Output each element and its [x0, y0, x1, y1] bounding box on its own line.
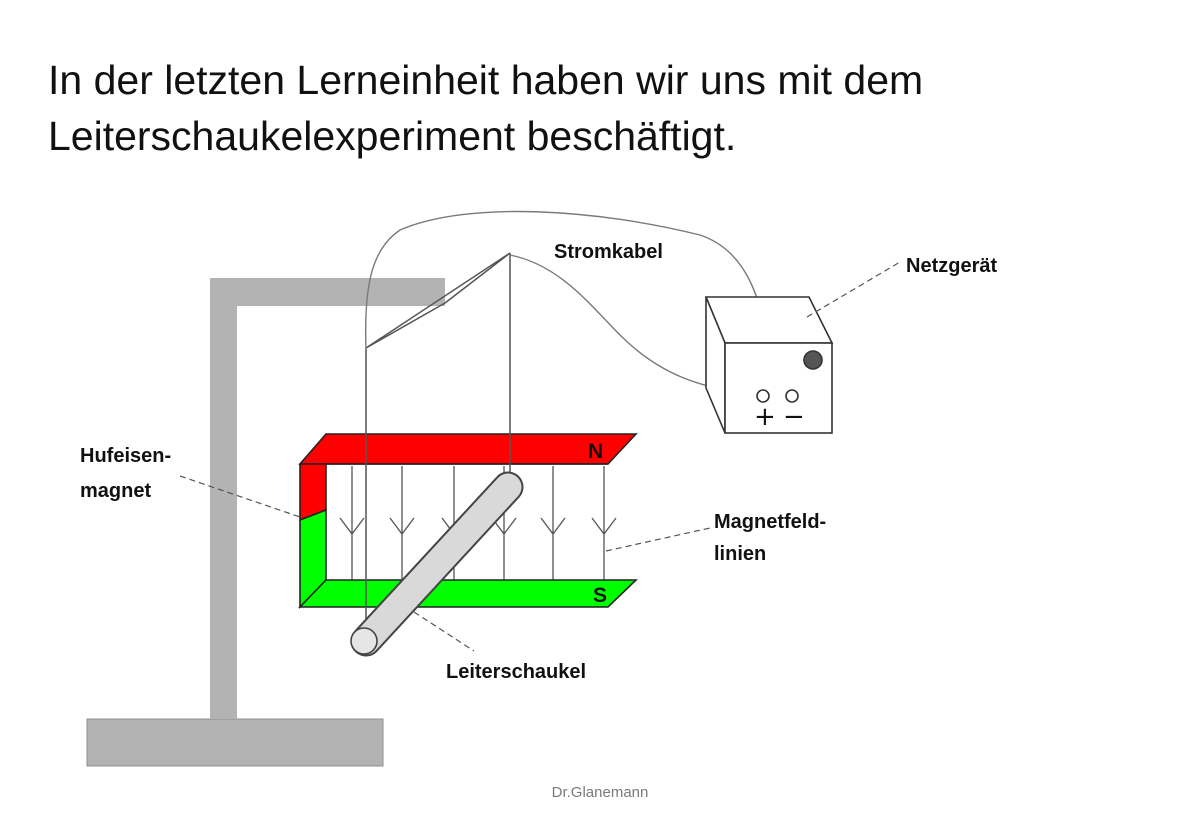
- stand-arm: [210, 278, 445, 306]
- south-pole-label: S: [593, 584, 607, 607]
- psu-terminal-minus: [785, 389, 799, 403]
- field-line: [339, 466, 365, 582]
- leiterschaukel: [350, 471, 524, 657]
- psu-knob: [803, 350, 823, 370]
- slide-title-line-2: Leiterschaukelexperiment beschäftigt.: [48, 113, 737, 159]
- field-line: [540, 466, 566, 582]
- north-pole-label: N: [588, 440, 603, 463]
- rod-end: [350, 627, 378, 655]
- psu-terminal-plus: [756, 389, 770, 403]
- field-line: [389, 466, 415, 582]
- slide-title: In der letzten Lerneinheit haben wir uns…: [48, 52, 1168, 164]
- stand: [86, 278, 445, 767]
- rod-fill: [352, 473, 522, 655]
- magnet-south-bottom: [298, 579, 638, 608]
- magnet-north-top: [298, 433, 638, 465]
- leader-lines: [179, 261, 901, 652]
- stand-pole: [210, 278, 237, 719]
- psu-top: [704, 296, 834, 344]
- plus-symbol: +: [754, 402, 776, 432]
- label-hufeisenmagnet-1: Hufeisen-: [80, 445, 171, 467]
- footer-author: Dr.Glanemann: [551, 784, 649, 801]
- magnetfeld-linien: [339, 466, 617, 582]
- field-line: [591, 466, 617, 582]
- leader-magnetfeldlinien: [605, 527, 711, 552]
- aufhaengung: [365, 252, 511, 640]
- label-netzgeraet: Netzgerät: [906, 255, 997, 277]
- label-stromkabel: Stromkabel: [554, 241, 663, 263]
- slide-title-line-1: In der letzten Lerneinheit haben wir uns…: [48, 57, 924, 103]
- label-magnetfeldlinien-1: Magnetfeld-: [714, 511, 826, 533]
- leader-hufeisenmagnet: [179, 475, 301, 518]
- stand-base: [86, 718, 384, 767]
- leader-netzgeraet: [806, 261, 901, 318]
- label-leiterschaukel: Leiterschaukel: [446, 661, 586, 683]
- leader-leiterschaukel: [413, 611, 475, 652]
- netzgeraet: [704, 296, 834, 434]
- label-hufeisenmagnet-2: magnet: [80, 480, 151, 502]
- minus-symbol: −: [783, 402, 805, 432]
- label-magnetfeldlinien-2: linien: [714, 543, 766, 565]
